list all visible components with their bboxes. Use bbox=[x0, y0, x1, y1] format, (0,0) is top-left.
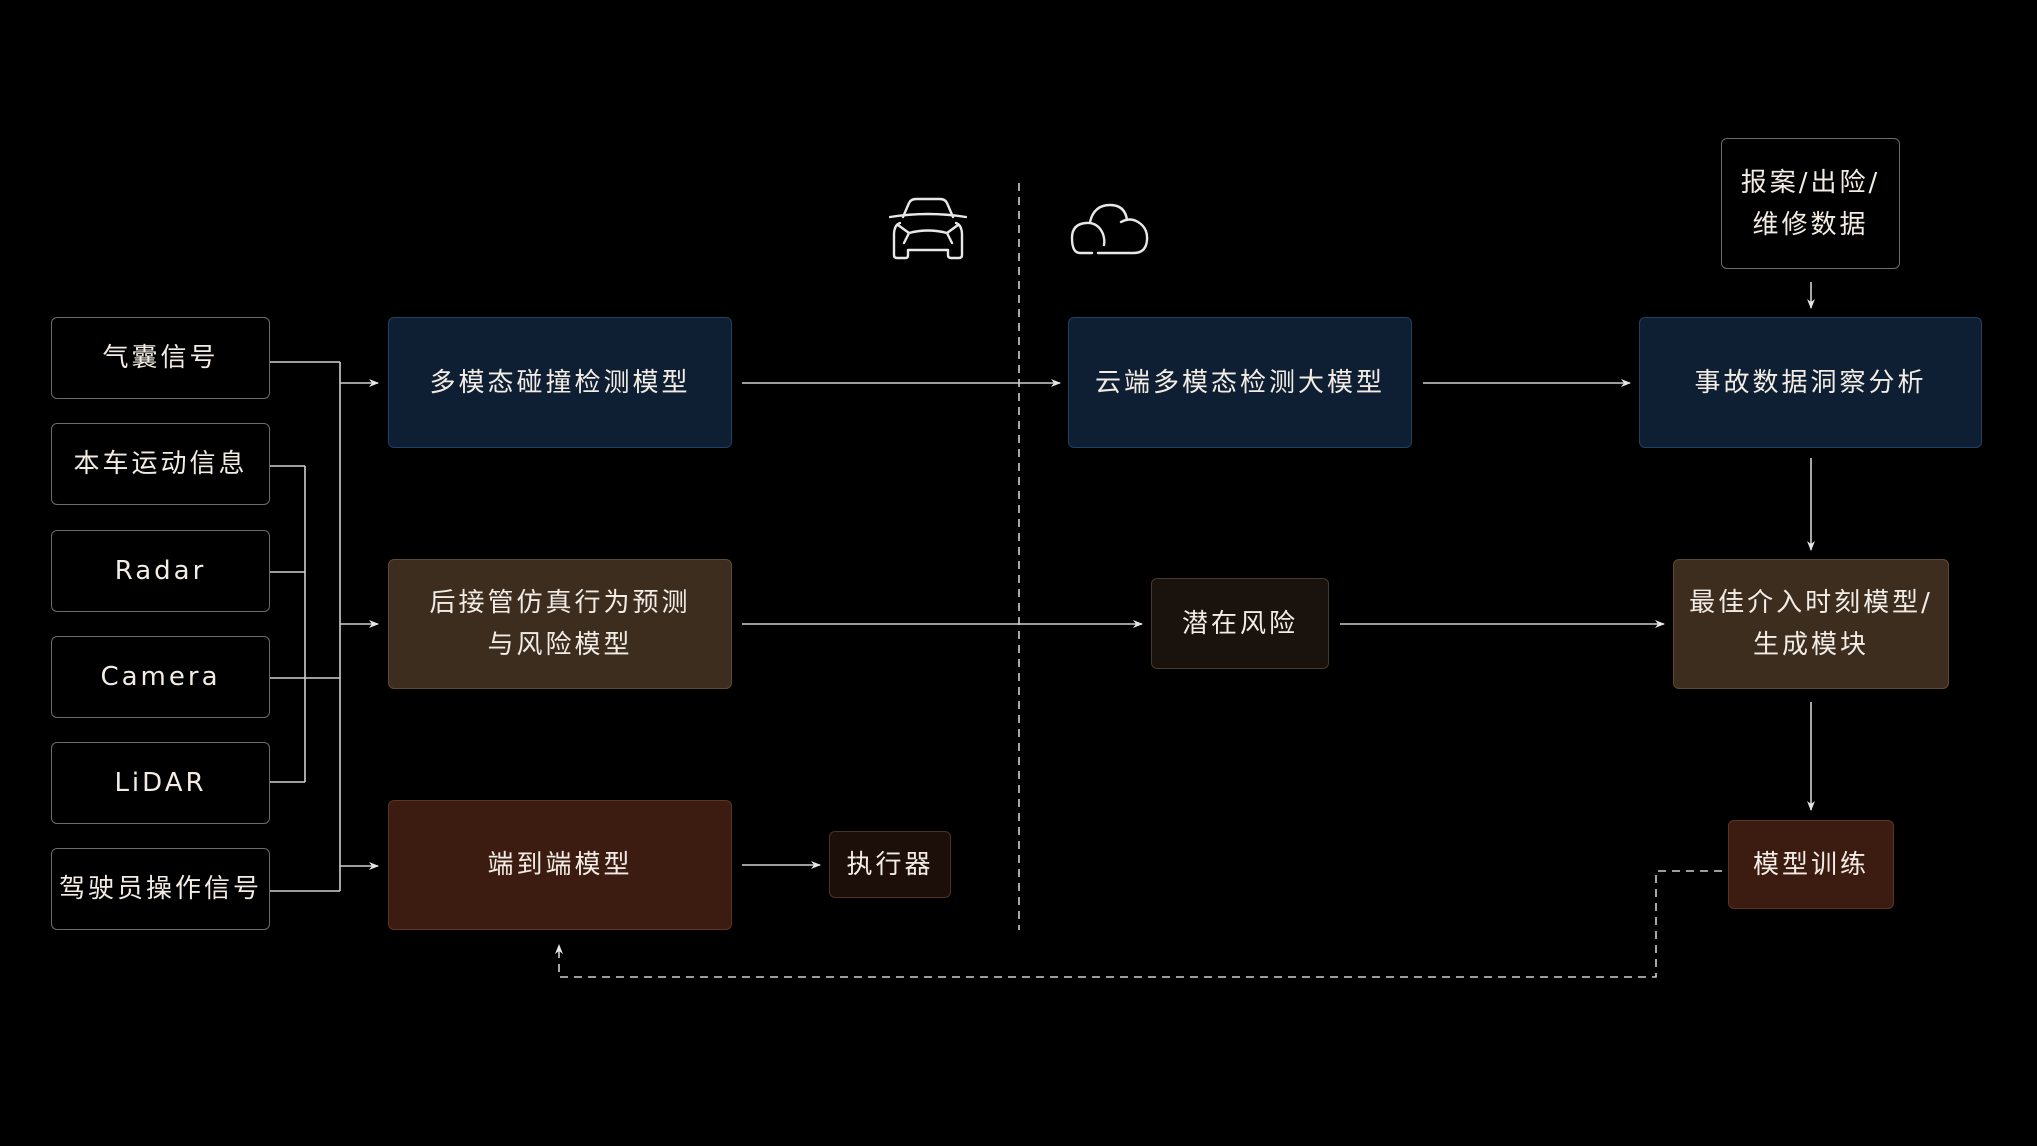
input-airbag-signal: 气囊信号 bbox=[51, 317, 270, 399]
node-label: 多模态碰撞检测模型 bbox=[429, 367, 691, 398]
car-front-icon bbox=[889, 197, 967, 260]
node-label: 与风险模型 bbox=[487, 630, 633, 660]
node-label: 云端多模态检测大模型 bbox=[1094, 367, 1385, 398]
input-camera: Camera bbox=[51, 636, 270, 718]
takeover-risk-model: 后接管仿真行为预测 与风险模型 bbox=[388, 559, 732, 689]
node-label: 模型训练 bbox=[1752, 849, 1869, 880]
node-label: 最佳介入时刻模型/ bbox=[1689, 588, 1933, 618]
actuator: 执行器 bbox=[829, 831, 951, 898]
input-ego-motion: 本车运动信息 bbox=[51, 423, 270, 505]
best-intervention-model: 最佳介入时刻模型/ 生成模块 bbox=[1673, 559, 1949, 689]
input-label: Camera bbox=[100, 662, 221, 692]
node-label: 潜在风险 bbox=[1181, 608, 1298, 639]
cloud-icon bbox=[1070, 203, 1149, 255]
node-label: 端到端模型 bbox=[487, 850, 633, 880]
node-label: 报案/出险/ bbox=[1740, 167, 1881, 198]
cloud-multimodal-model: 云端多模态检测大模型 bbox=[1068, 317, 1412, 448]
input-radar: Radar bbox=[51, 530, 270, 612]
node-label: 事故数据洞察分析 bbox=[1694, 367, 1927, 398]
collision-detection-model: 多模态碰撞检测模型 bbox=[388, 317, 732, 448]
input-label: 气囊信号 bbox=[102, 343, 219, 373]
input-label: 驾驶员操作信号 bbox=[58, 874, 262, 904]
claims-repair-data: 报案/出险/ 维修数据 bbox=[1721, 138, 1900, 269]
input-label: Radar bbox=[114, 556, 207, 586]
node-label: 后接管仿真行为预测 bbox=[429, 588, 691, 618]
input-driver-operation: 驾驶员操作信号 bbox=[51, 848, 270, 930]
model-training: 模型训练 bbox=[1728, 820, 1894, 909]
input-label: 本车运动信息 bbox=[73, 449, 248, 479]
input-label: LiDAR bbox=[114, 768, 207, 798]
feedback-loop bbox=[555, 870, 1722, 978]
node-label: 生成模块 bbox=[1752, 630, 1869, 660]
end-to-end-model: 端到端模型 bbox=[388, 800, 732, 930]
potential-risk: 潜在风险 bbox=[1151, 578, 1329, 669]
accident-data-insight: 事故数据洞察分析 bbox=[1639, 317, 1982, 448]
node-label: 维修数据 bbox=[1752, 209, 1869, 240]
node-label: 执行器 bbox=[846, 849, 934, 880]
input-lidar: LiDAR bbox=[51, 742, 270, 824]
